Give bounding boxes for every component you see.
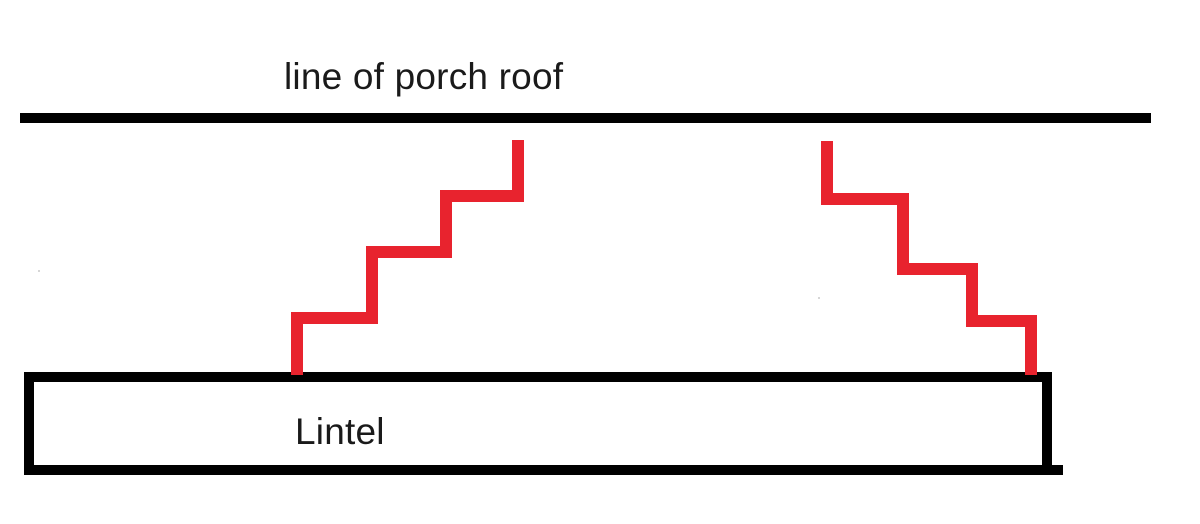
right-stepped-crack — [821, 141, 1037, 375]
scan-speck — [818, 297, 820, 299]
scan-speck — [38, 270, 40, 272]
lintel-rectangle — [24, 372, 1052, 475]
left-stepped-crack — [291, 140, 524, 375]
lintel-label: Lintel — [295, 411, 385, 452]
porch-roof-label: line of porch roof — [284, 56, 564, 97]
